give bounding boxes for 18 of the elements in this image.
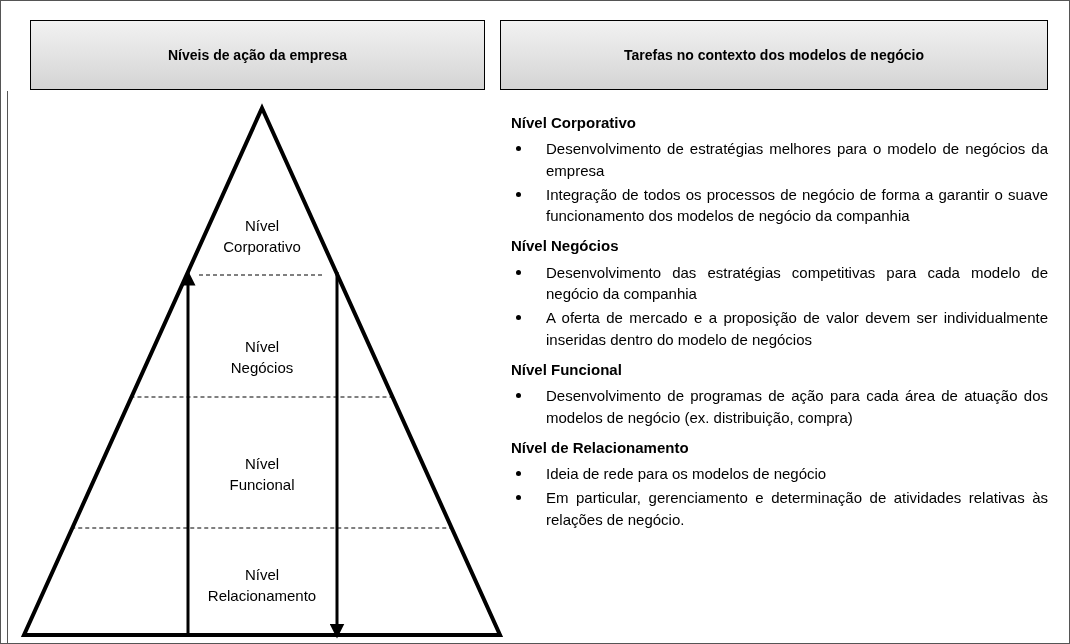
section-heading: Nível de Relacionamento xyxy=(511,437,690,458)
header-box: Tarefas no contexto dos modelos de negócio xyxy=(500,20,1048,90)
level-label: Nível Relacionamento xyxy=(207,564,317,607)
level-label: Nível Funcional xyxy=(229,453,295,496)
bullet-text: Em particular, gerenciamento e determinação de atividades relativas às relações de negócio. xyxy=(546,488,1048,530)
bullet-text: Desenvolvimento das estratégias competitivas para cada modelo de negócio da companhia xyxy=(546,262,1048,305)
section-heading: Nível Corporativo xyxy=(511,113,638,133)
bullet-text: Desenvolvimento de programas de ação para cada área de atuação dos modelos de negócio (ex. distribuição, compra) xyxy=(546,386,1048,428)
bullet-text: A oferta de mercado e a proposição de valor devem ser individualmente inseridas dentro do modelo de negócios xyxy=(546,308,1048,350)
bullet-text: Desenvolvimento de estratégias melhores para o modelo de negócios da empresa xyxy=(546,139,1048,181)
section-heading: Nível Funcional xyxy=(511,359,623,380)
bullet-text: Ideia de rede para os modelos de negócio xyxy=(546,464,828,485)
arrow xyxy=(329,272,345,639)
level-label: Nível Corporativo xyxy=(223,215,301,258)
bullet-text: Integração de todos os processos de negócio de forma a garantir o suave funcionamento dos modelos de negócio da companhia xyxy=(546,184,1048,227)
section-heading: Nível Negócios xyxy=(511,236,620,257)
level-label: Nível Negócios xyxy=(230,336,294,379)
header-box: Níveis de ação da empresa xyxy=(30,20,485,90)
